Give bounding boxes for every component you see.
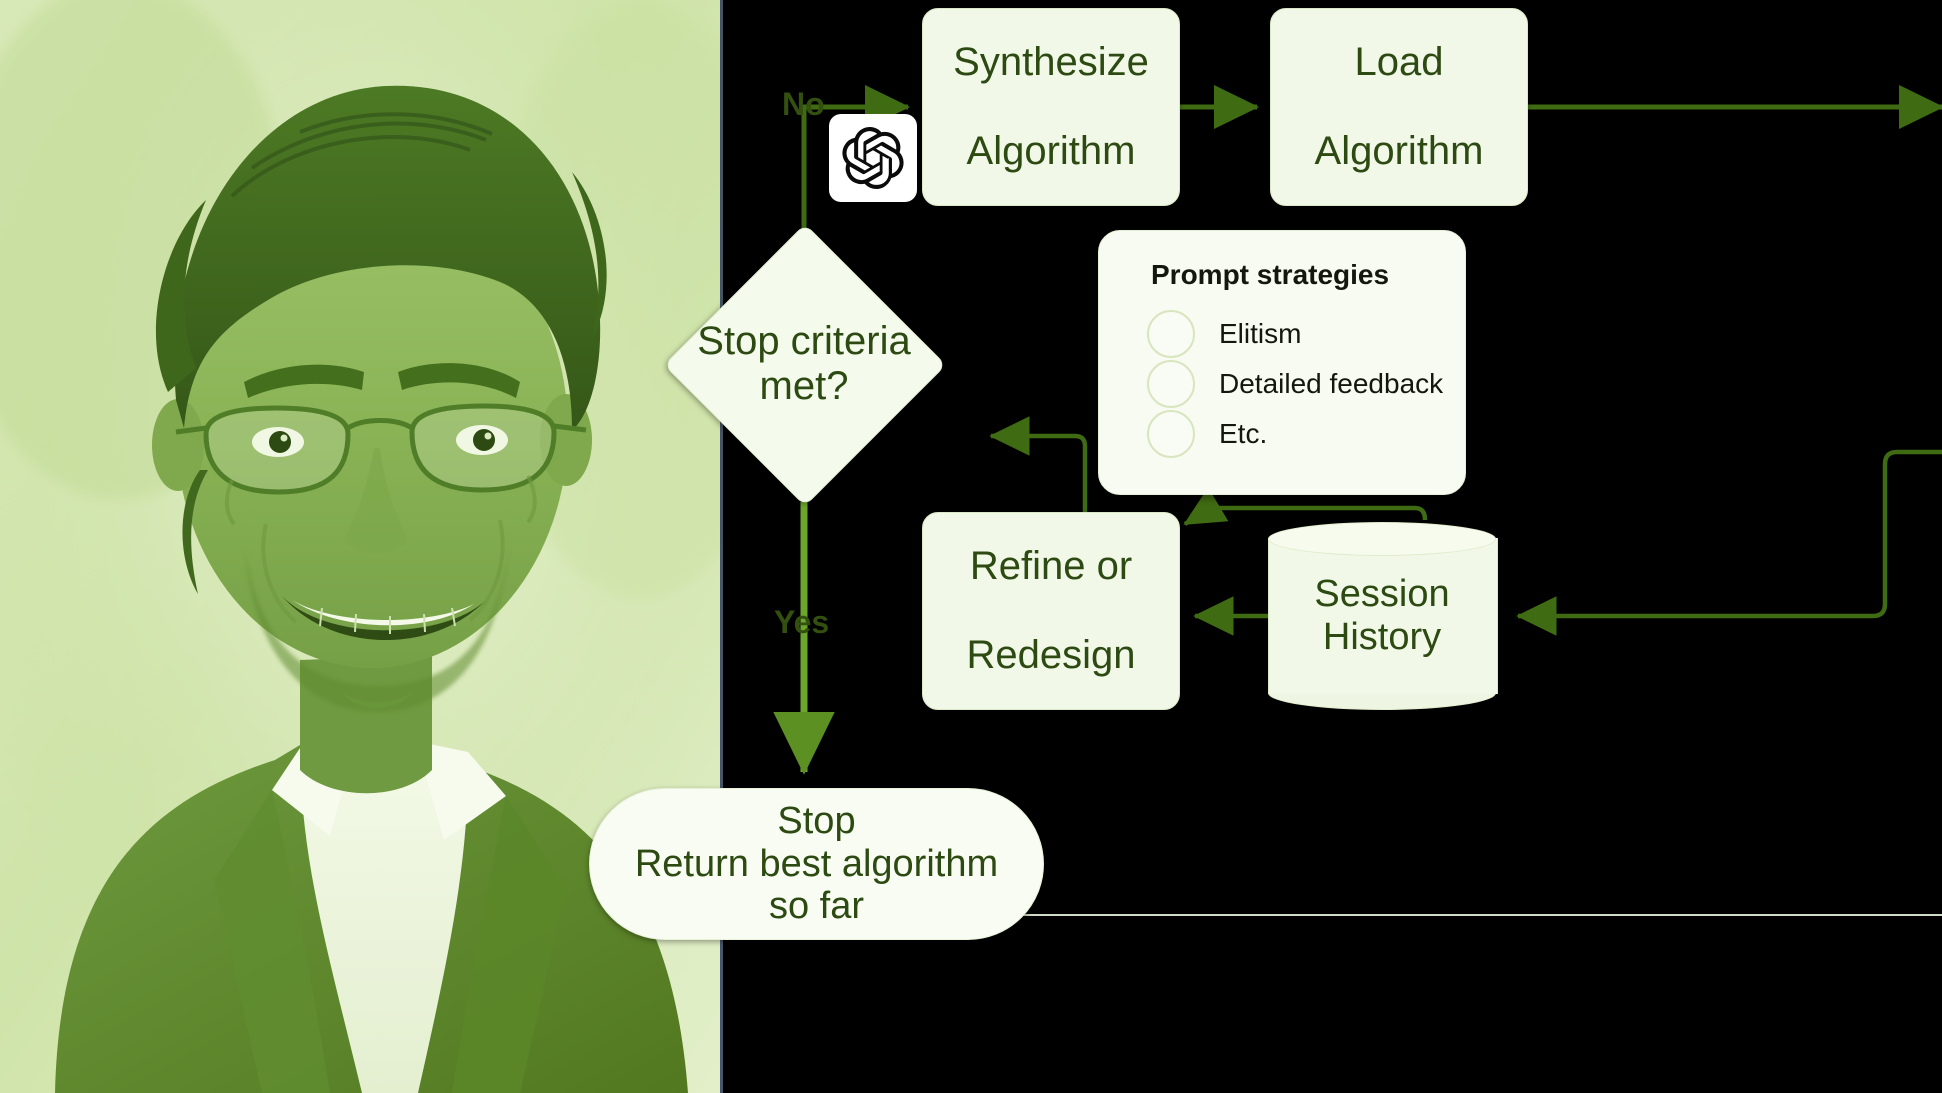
list-item[interactable]: Etc. bbox=[1147, 409, 1465, 459]
list-item-label: Detailed feedback bbox=[1219, 368, 1444, 399]
edge-label-no: No bbox=[782, 86, 825, 122]
slide-rule-line bbox=[725, 914, 1942, 916]
list-item-label: Etc. bbox=[1219, 418, 1268, 449]
prompt-strategies-title: Prompt strategies bbox=[1151, 259, 1390, 290]
portrait-photo-panel bbox=[0, 0, 723, 1093]
list-item-label: Elitism bbox=[1219, 318, 1302, 349]
cylinder-body bbox=[1268, 538, 1498, 694]
cylinder-top bbox=[1268, 522, 1496, 556]
radio-circle-icon[interactable] bbox=[1147, 360, 1195, 408]
portrait-image bbox=[0, 0, 723, 1093]
edge-label-yes: Yes bbox=[774, 604, 830, 640]
node-label: Stop Return best algorithm so far bbox=[634, 800, 999, 928]
list-item[interactable]: Detailed feedback bbox=[1147, 359, 1465, 409]
prompt-strategies-card[interactable]: Prompt strategies Elitism Detailed feedb… bbox=[1098, 230, 1466, 495]
radio-circle-icon[interactable] bbox=[1147, 310, 1195, 358]
list-item[interactable]: Elitism bbox=[1147, 309, 1465, 359]
openai-icon bbox=[829, 114, 917, 202]
panel-divider bbox=[720, 0, 723, 1093]
node-stop-terminator[interactable]: Stop Return best algorithm so far bbox=[589, 788, 1044, 940]
radio-circle-icon[interactable] bbox=[1147, 410, 1195, 458]
